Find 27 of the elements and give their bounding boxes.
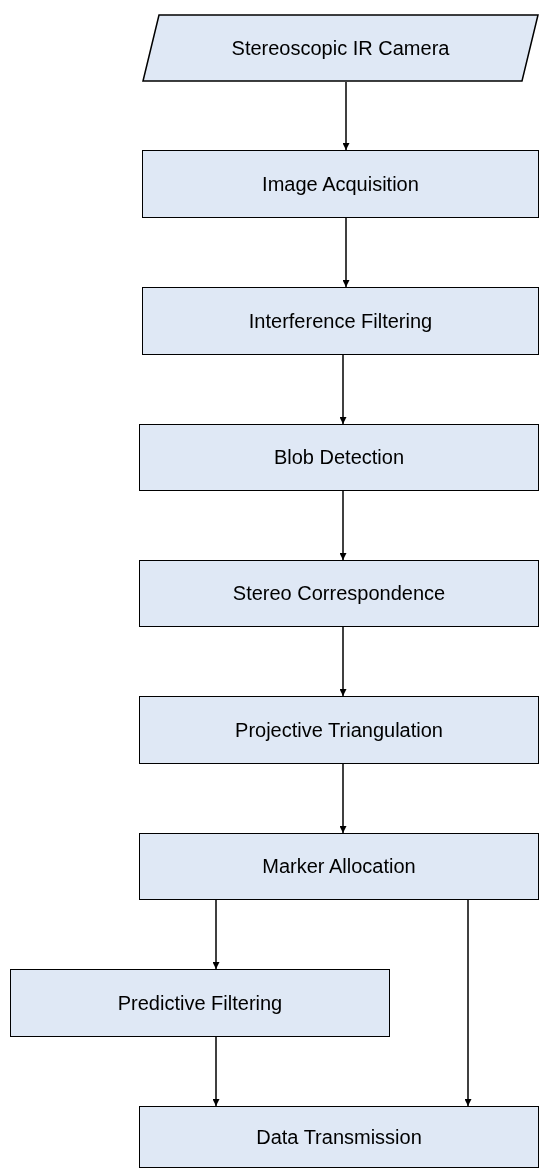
- process-box: [139, 1106, 539, 1168]
- process-box: [142, 287, 539, 355]
- node-label: Interference Filtering: [248, 309, 433, 333]
- process-box: [142, 150, 539, 218]
- node-label: Blob Detection: [273, 446, 405, 469]
- arrow: [342, 217, 350, 288]
- node-label: Marker Allocation: [262, 855, 416, 878]
- process-box: [139, 560, 539, 627]
- input-parallelogram: [142, 14, 539, 82]
- arrow: [339, 626, 347, 697]
- arrow: [212, 1036, 220, 1107]
- arrow: [464, 899, 472, 1107]
- process-box: [139, 696, 539, 764]
- process-box: [139, 424, 539, 491]
- arrow: [339, 763, 347, 834]
- process-box: [139, 833, 539, 900]
- node-label: Predictive Filtering: [117, 991, 283, 1015]
- arrow: [339, 354, 347, 425]
- node-label: Stereoscopic IR Camera: [231, 36, 450, 60]
- arrow: [339, 490, 347, 561]
- arrow: [212, 899, 220, 970]
- node-label: Data Transmission: [256, 1125, 422, 1149]
- node-label: Stereo Correspondence: [232, 582, 446, 605]
- node-label: Image Acquisition: [262, 172, 419, 196]
- process-box: [10, 969, 390, 1037]
- node-label: Projective Triangulation: [235, 718, 443, 742]
- arrow: [342, 81, 350, 151]
